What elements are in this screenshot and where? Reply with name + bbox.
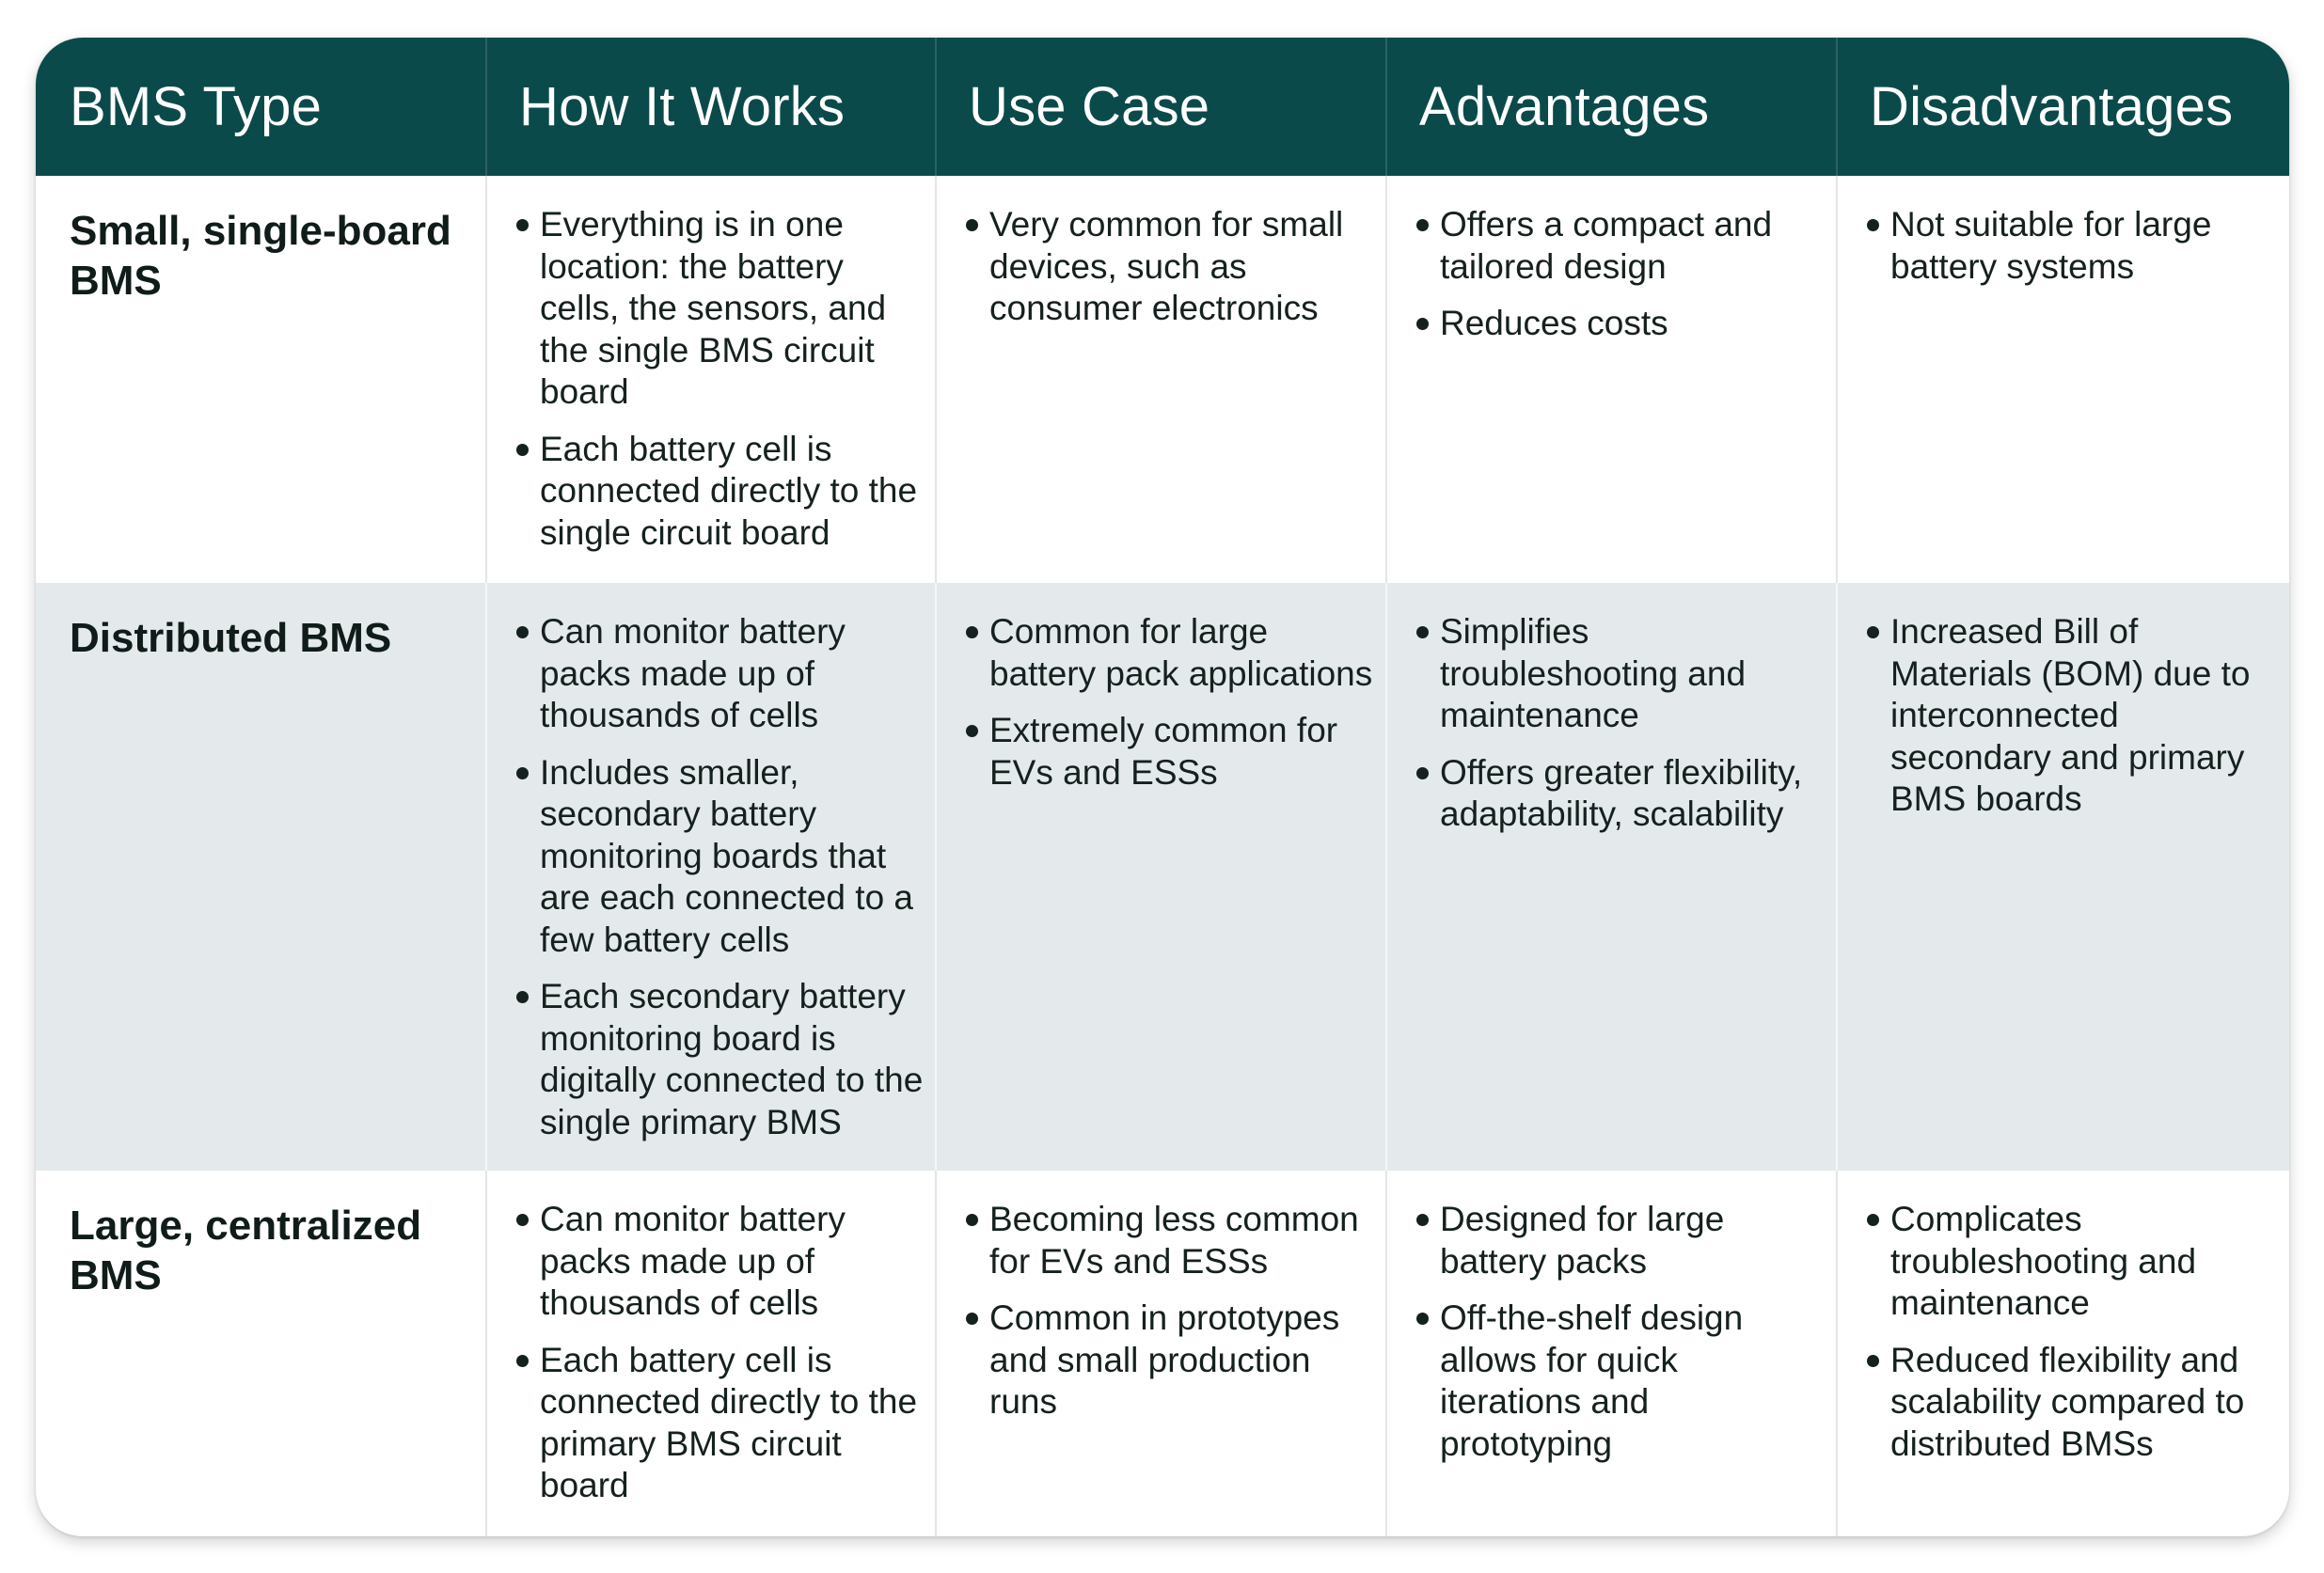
bullet-item: Reduced flexibility and scalability comp… [1866,1340,2278,1466]
advantages-cell: Designed for large battery packs Off-the… [1385,1171,1836,1536]
bullet-item: Each battery cell is connected directly … [515,1340,924,1507]
header-disadvantages: Disadvantages [1836,38,2289,176]
bullet-item: Off-the-shelf design allows for quick it… [1415,1298,1825,1465]
bullet-item: Simplifies troubleshooting and maintenan… [1415,611,1825,737]
use-case-cell: Common for large battery pack applicatio… [935,583,1385,1171]
use-case-cell: Becoming less common for EVs and ESSs Co… [935,1171,1385,1536]
disadvantages-cell: Increased Bill of Materials (BOM) due to… [1836,583,2289,1171]
row-type-label: Small, single-board BMS [70,208,451,304]
bullet-list: Common for large battery pack applicatio… [965,611,1374,794]
use-case-cell: Very common for small devices, such as c… [935,176,1385,583]
bullet-list: Increased Bill of Materials (BOM) due to… [1866,611,2278,821]
bullet-list: Simplifies troubleshooting and maintenan… [1415,611,1825,836]
bullet-item: Designed for large battery packs [1415,1199,1825,1282]
bullet-item: Offers greater flexibility, adaptability… [1415,752,1825,836]
bullet-list: Can monitor battery packs made up of tho… [515,611,924,1143]
row-type-label: Large, centralized BMS [70,1203,422,1298]
disadvantages-cell: Not suitable for large battery systems [1836,176,2289,583]
bullet-list: Very common for small devices, such as c… [965,204,1374,330]
bullet-item: Increased Bill of Materials (BOM) due to… [1866,611,2278,821]
header-bms-type: BMS Type [36,38,485,176]
bullet-item: Common for large battery pack applicatio… [965,611,1374,695]
bullet-item: Everything is in one location: the batte… [515,204,924,414]
bullet-item: Extremely common for EVs and ESSs [965,710,1374,794]
bullet-item: Can monitor battery packs made up of tho… [515,611,924,737]
bullet-item: Each secondary battery monitoring board … [515,976,924,1143]
how-it-works-cell: Can monitor battery packs made up of tho… [485,583,935,1171]
bullet-item: Includes smaller, secondary battery moni… [515,752,924,962]
advantages-cell: Simplifies troubleshooting and maintenan… [1385,583,1836,1171]
bullet-list: Not suitable for large battery systems [1866,204,2278,288]
bullet-item: Complicates troubleshooting and maintena… [1866,1199,2278,1325]
how-it-works-cell: Can monitor battery packs made up of tho… [485,1171,935,1536]
bullet-item: Each battery cell is connected directly … [515,429,924,555]
header-how-it-works: How It Works [485,38,935,176]
bullet-list: Complicates troubleshooting and maintena… [1866,1199,2278,1465]
bullet-item: Becoming less common for EVs and ESSs [965,1199,1374,1282]
bullet-item: Very common for small devices, such as c… [965,204,1374,330]
how-it-works-cell: Everything is in one location: the batte… [485,176,935,583]
bullet-list: Can monitor battery packs made up of tho… [515,1199,924,1507]
bullet-item: Reduces costs [1415,303,1825,345]
bullet-list: Offers a compact and tailored design Red… [1415,204,1825,345]
bullet-list: Becoming less common for EVs and ESSs Co… [965,1199,1374,1424]
comparison-table: BMS Type How It Works Use Case Advantage… [36,38,2289,1536]
bullet-item: Can monitor battery packs made up of tho… [515,1199,924,1325]
advantages-cell: Offers a compact and tailored design Red… [1385,176,1836,583]
bullet-list: Designed for large battery packs Off-the… [1415,1199,1825,1465]
bullet-item: Common in prototypes and small productio… [965,1298,1374,1424]
comparison-table-card: BMS Type How It Works Use Case Advantage… [36,38,2289,1536]
header-use-case: Use Case [935,38,1385,176]
bullet-list: Everything is in one location: the batte… [515,204,924,554]
bullet-item: Not suitable for large battery systems [1866,204,2278,288]
bullet-item: Offers a compact and tailored design [1415,204,1825,288]
disadvantages-cell: Complicates troubleshooting and maintena… [1836,1171,2289,1536]
header-advantages: Advantages [1385,38,1836,176]
row-type-label: Distributed BMS [36,583,485,1171]
